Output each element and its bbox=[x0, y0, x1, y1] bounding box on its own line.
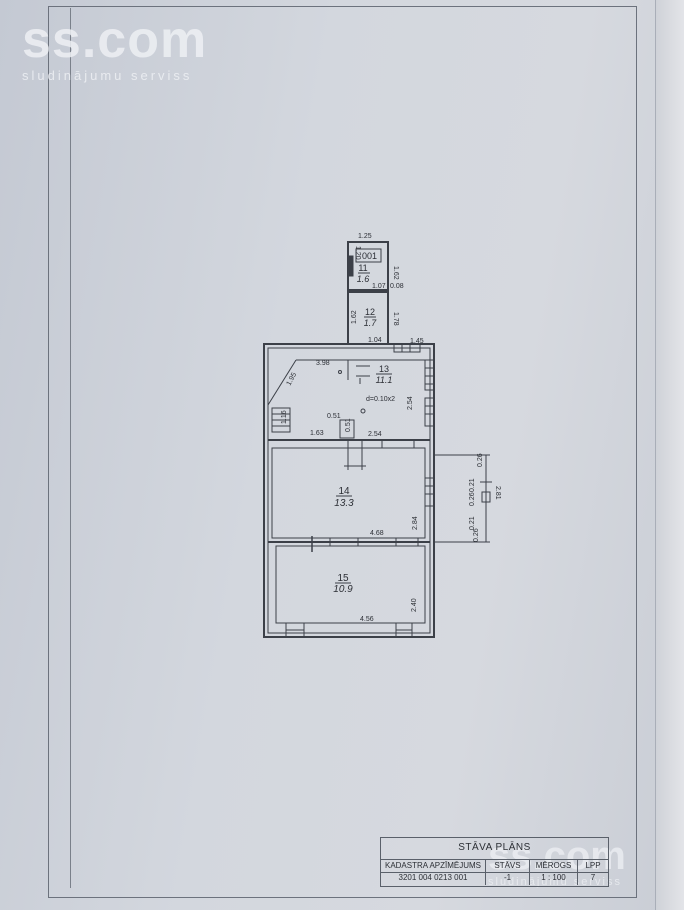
dim-label: 1.07 bbox=[372, 283, 386, 290]
window bbox=[424, 359, 435, 391]
room-14-number: 14 bbox=[338, 486, 350, 497]
dim-label: 0.51 bbox=[345, 418, 352, 432]
title-block-values: 3201 004 0213 001 -1 1 : 100 7 bbox=[381, 872, 608, 885]
room-15-area: 10.9 bbox=[333, 584, 353, 595]
watermark-tagline: sludinājumu serviss bbox=[488, 876, 622, 888]
diagonal-wall bbox=[267, 359, 297, 406]
building-id: 001 bbox=[362, 251, 377, 261]
dim-label: 2.81 bbox=[494, 486, 501, 500]
drain-note: d=0.10x2 bbox=[366, 396, 395, 403]
dim-label: 0.51 bbox=[327, 413, 341, 420]
room-15-number: 15 bbox=[337, 573, 349, 584]
watermark-tagline: sludinājumu serviss bbox=[22, 68, 193, 83]
dim-label: 1.25 bbox=[358, 233, 372, 240]
dim-label: 0.26 bbox=[477, 453, 484, 467]
inner-wall-line bbox=[267, 347, 431, 634]
binding-line bbox=[70, 8, 71, 888]
value-floor: -1 bbox=[486, 872, 530, 885]
dim-label: 0.26 bbox=[469, 492, 476, 506]
dim-label: 0.26 bbox=[473, 528, 480, 542]
page-edge bbox=[655, 0, 684, 910]
ss-watermark: ss.com sludinājumu serviss bbox=[22, 14, 207, 83]
room-13-area: 11.1 bbox=[376, 375, 393, 385]
header-cadastre: KADASTRA APZĪMĒJUMS bbox=[381, 860, 486, 872]
value-cadastre: 3201 004 0213 001 bbox=[381, 872, 486, 885]
window bbox=[329, 537, 359, 547]
dim-label: 1.04 bbox=[368, 337, 382, 344]
dim-label: 1.20 bbox=[354, 246, 361, 260]
watermark-logo: ss.com bbox=[488, 834, 626, 878]
dim-label: 1.45 bbox=[410, 338, 424, 345]
dim-label: 4.68 bbox=[370, 530, 384, 537]
dim-label: 0.08 bbox=[390, 283, 404, 290]
dim-label: 1.63 bbox=[310, 430, 324, 437]
dim-label: 2.54 bbox=[368, 431, 382, 438]
window bbox=[381, 439, 415, 449]
dim-label: 2.40 bbox=[411, 598, 418, 612]
header-scale: MĒROGS bbox=[530, 860, 578, 872]
room-11-area: 1.6 bbox=[357, 274, 370, 284]
dim-label: 3.98 bbox=[316, 360, 330, 367]
value-scale: 1 : 100 bbox=[530, 872, 578, 885]
dim-label: 2.84 bbox=[412, 516, 419, 530]
dim-label: 1.62 bbox=[351, 310, 358, 324]
window bbox=[395, 537, 419, 547]
room-12-number: 12 bbox=[365, 307, 375, 317]
dim-label: 0.21 bbox=[469, 516, 476, 530]
dim-label: 1.16 bbox=[281, 410, 288, 424]
dim-label: 1.62 bbox=[392, 266, 399, 280]
watermark-logo: ss.com bbox=[22, 11, 208, 69]
window bbox=[424, 397, 435, 427]
room-13-number: 13 bbox=[379, 364, 389, 374]
title-block-title: STĀVA PLĀNS bbox=[458, 842, 531, 853]
room-12-area: 1.7 bbox=[364, 318, 378, 328]
title-block: STĀVA PLĀNS KADASTRA APZĪMĒJUMS STĀVS MĒ… bbox=[380, 837, 609, 887]
dim-label: 1.78 bbox=[392, 312, 399, 326]
dim-label: 0.21 bbox=[469, 478, 476, 492]
building-id-box bbox=[355, 248, 382, 263]
header-floor: STĀVS bbox=[486, 860, 530, 872]
room-11-number: 11 bbox=[358, 263, 367, 273]
room-11-outline bbox=[347, 241, 389, 291]
value-page: 7 bbox=[590, 873, 596, 882]
drawing-frame bbox=[48, 6, 637, 898]
room-12-outline bbox=[347, 291, 389, 345]
ss-watermark-2: ss.com sludinājumu serviss bbox=[488, 836, 626, 888]
title-block-headers: KADASTRA APZĪMĒJUMS STĀVS MĒROGS LPP bbox=[381, 859, 608, 873]
outer-wall bbox=[263, 343, 435, 638]
header-page: LPP bbox=[585, 861, 601, 870]
dim-label: 4.56 bbox=[360, 616, 374, 623]
dim-label: 2.54 bbox=[407, 396, 414, 410]
niche bbox=[339, 419, 355, 439]
window bbox=[393, 343, 421, 353]
room-14-area: 13.3 bbox=[334, 498, 354, 509]
window bbox=[424, 477, 435, 507]
